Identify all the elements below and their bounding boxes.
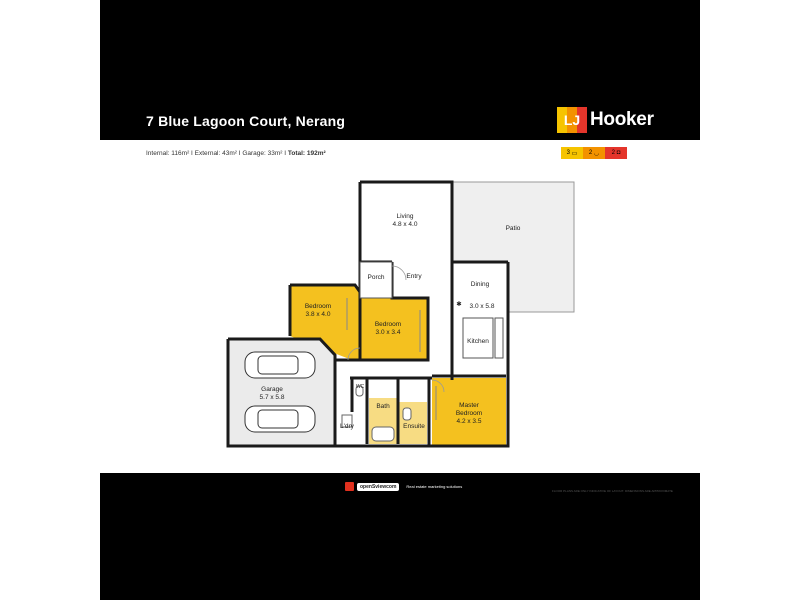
lj-mark-icon: LJ bbox=[557, 107, 587, 133]
porch-box bbox=[359, 261, 393, 299]
area-summary: Internal: 116m² I External: 43m² I Garag… bbox=[146, 150, 326, 157]
partner-tagline: Real estate marketing solutions bbox=[406, 484, 463, 489]
top-black-band bbox=[100, 0, 700, 100]
bottom-black-band bbox=[100, 473, 700, 600]
garage-cars bbox=[244, 351, 316, 433]
robes bbox=[346, 298, 437, 420]
dining-size: 3.0 x 5.8 bbox=[469, 303, 495, 310]
patio-area bbox=[451, 181, 575, 313]
laundry-label: L'dry bbox=[340, 423, 354, 430]
door-swings bbox=[347, 265, 445, 393]
patio-label: Patio bbox=[505, 225, 521, 232]
bath-icon: ◡ bbox=[593, 150, 600, 157]
property-address: 7 Blue Lagoon Court, Nerang bbox=[146, 113, 346, 129]
bedroom2-name: Bedroom bbox=[374, 321, 402, 328]
footer-partner-logo[interactable]: openSviewcom Real estate marketing solut… bbox=[345, 482, 462, 491]
master-fill bbox=[432, 378, 506, 446]
lj-hooker-logo[interactable]: LJ Hooker bbox=[557, 107, 654, 133]
master-name: Master Bedroom bbox=[455, 402, 483, 417]
car-icon: ◘ bbox=[616, 150, 621, 156]
wc-label: WC bbox=[355, 384, 365, 390]
lj-badge-icon bbox=[345, 482, 354, 491]
area-breakdown: Internal: 116m² I External: 43m² I Garag… bbox=[146, 150, 288, 157]
bedroom1-name: Bedroom bbox=[304, 303, 332, 310]
partner-name: openSviewcom bbox=[357, 482, 400, 491]
bed-icon: ▭ bbox=[571, 150, 578, 157]
kitchen-label: Kitchen bbox=[467, 338, 489, 345]
right-margin bbox=[700, 0, 800, 600]
baths-count: 2 bbox=[588, 150, 593, 156]
bedroom2-size: 3.0 x 3.4 bbox=[375, 329, 401, 336]
bathroom-fixtures bbox=[341, 385, 412, 442]
living-size: 4.8 x 4.0 bbox=[392, 221, 418, 228]
ensuite-label: Ensuite bbox=[403, 423, 425, 430]
fridge-icon: ✱ bbox=[456, 301, 462, 308]
baths-stat: 2 ◡ bbox=[583, 147, 605, 159]
master-size: 4.2 x 3.5 bbox=[456, 418, 482, 425]
beds-count: 3 bbox=[566, 150, 570, 156]
dining-label: Dining bbox=[470, 281, 490, 288]
garage-size: 5.7 x 5.8 bbox=[259, 394, 285, 401]
cars-stat: 2 ◘ bbox=[605, 147, 627, 159]
area-total: Total: 192m² bbox=[287, 150, 326, 157]
porch-label: Porch bbox=[367, 274, 385, 281]
living-name: Living bbox=[396, 213, 414, 220]
kitchen-bench bbox=[462, 317, 504, 359]
bedroom1-size: 3.8 x 4.0 bbox=[305, 311, 331, 318]
cars-count: 2 bbox=[611, 150, 616, 156]
beds-stat: 3 ▭ bbox=[561, 147, 583, 159]
left-margin bbox=[0, 0, 100, 600]
brand-name: Hooker bbox=[590, 109, 654, 130]
property-stats: 3 ▭ 2 ◡ 2 ◘ bbox=[561, 147, 627, 159]
entry-label: Entry bbox=[406, 273, 422, 280]
disclaimer: FLOOR PLANS ARE ONLY INDICATIVE OF LAYOU… bbox=[552, 489, 673, 493]
lj-mark-text: LJ bbox=[563, 112, 581, 128]
garage-name: Garage bbox=[261, 386, 283, 393]
header-bar bbox=[100, 100, 700, 140]
bath-label: Bath bbox=[376, 403, 390, 410]
bedroom2-fill bbox=[360, 298, 428, 360]
